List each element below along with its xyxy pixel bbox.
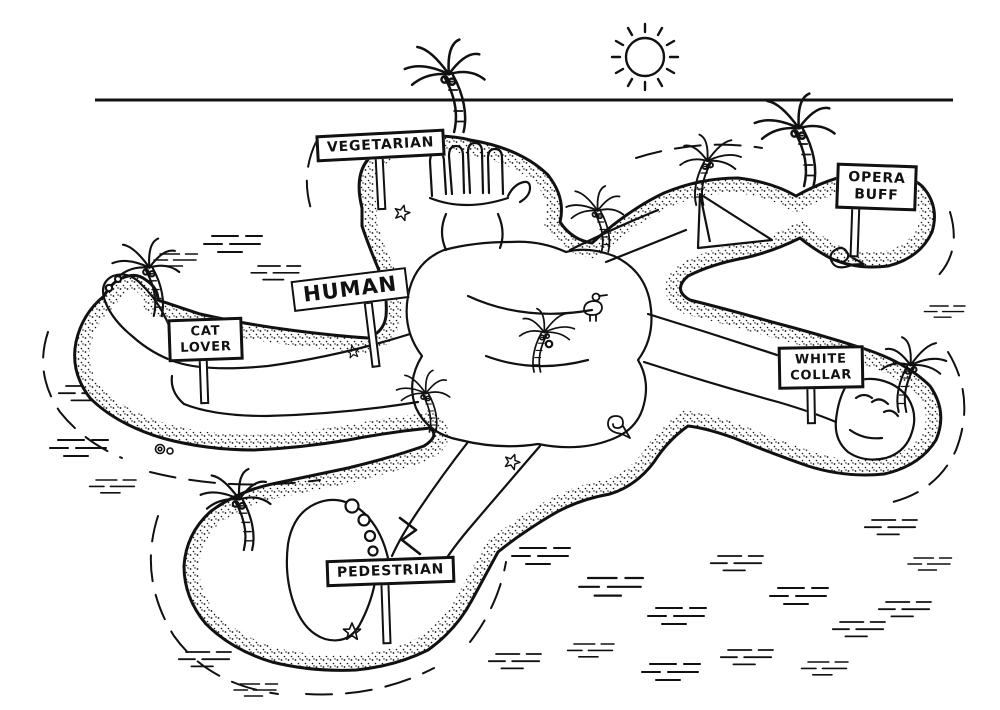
cat-lover-sign-label-line1: CAT xyxy=(190,323,221,340)
right-fist xyxy=(834,377,916,461)
white-collar-sign-post xyxy=(806,384,816,425)
human-figure-outline xyxy=(101,141,916,642)
opera-buff-sign-post xyxy=(849,205,861,258)
pedestrian-sign-label: PEDESTRIAN xyxy=(336,561,445,581)
pedestrian-sign: PEDESTRIAN xyxy=(325,555,456,645)
opera-buff-sign-label-line2: BUFF xyxy=(853,186,899,204)
island-contour-arcs xyxy=(42,141,966,696)
cat-lover-sign: CAT LOVER xyxy=(167,316,245,405)
opera-buff-sign: OPERA BUFF xyxy=(835,162,919,258)
left-foot-toe xyxy=(104,283,114,293)
palm-tree-icon xyxy=(753,92,836,188)
palm-tree-icon xyxy=(403,38,486,134)
pedestrian-sign-board: PEDESTRIAN xyxy=(325,555,456,588)
big-foot xyxy=(285,498,390,642)
cat-lover-sign-label-line2: LOVER xyxy=(180,338,232,356)
crack-mark xyxy=(398,516,422,556)
opera-buff-sign-label-line1: OPERA xyxy=(848,169,906,188)
folded-paper xyxy=(696,192,774,250)
torso-outline xyxy=(405,240,653,449)
white-collar-sign-board: WHITE COLLAR xyxy=(777,345,865,390)
white-collar-sign: WHITE COLLAR xyxy=(777,345,865,425)
cat-lover-sign-board: CAT LOVER xyxy=(167,316,245,363)
cat-lover-sign-post xyxy=(198,355,210,405)
vegetarian-sign-label: VEGETARIAN xyxy=(326,134,435,156)
white-collar-sign-label-line2: COLLAR xyxy=(790,367,853,384)
snail-icon xyxy=(154,443,174,455)
opera-buff-sign-board: OPERA BUFF xyxy=(835,162,919,211)
white-collar-sign-label-line1: WHITE xyxy=(794,351,847,368)
sun-icon xyxy=(610,22,680,92)
chest-belly-lines xyxy=(466,294,594,368)
upper-right-arm xyxy=(568,208,688,264)
navel xyxy=(544,339,554,349)
bird-icon xyxy=(583,292,608,322)
